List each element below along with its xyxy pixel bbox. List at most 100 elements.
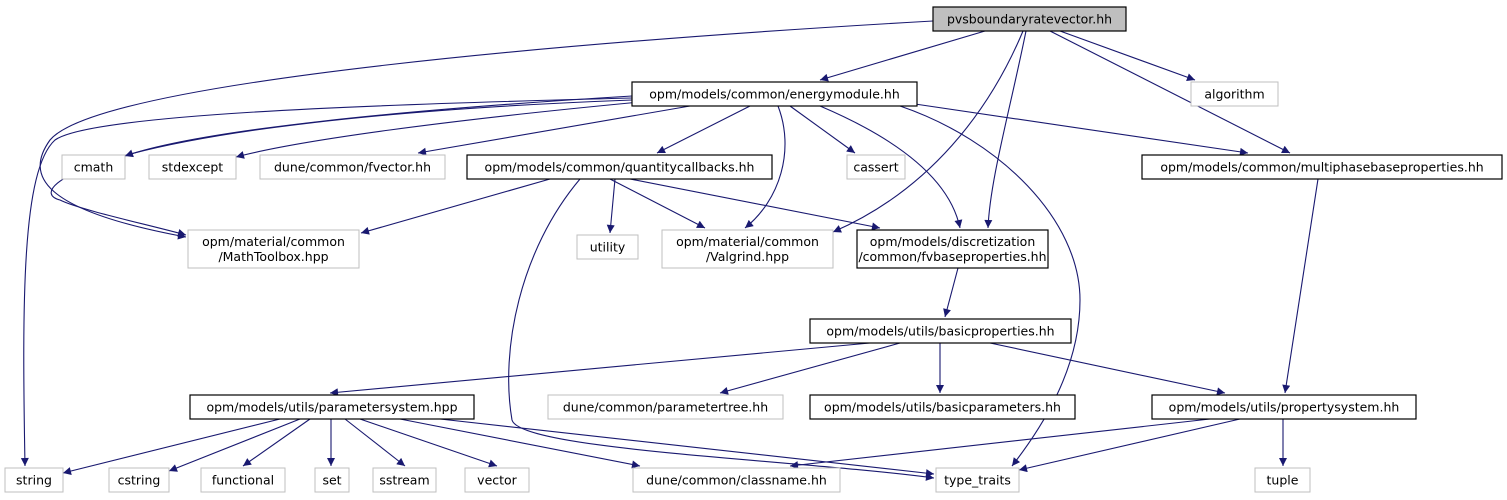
node-box: [809, 318, 1072, 344]
node-type_traits: type_traits: [935, 467, 1020, 493]
node-label: vector: [477, 473, 518, 488]
edge-quantitycallbacks-to-fvbase: [629, 178, 881, 231]
edge-root-to-energymodule: [819, 30, 986, 82]
node-label: sstream: [379, 473, 429, 488]
node-label: opm/models/utils/basicparameters.hh: [824, 400, 1061, 415]
node-box: [466, 154, 773, 180]
edge-root-to-algorithm: [1059, 30, 1196, 82]
node-root[interactable]: pvsboundaryratevector.hh: [932, 6, 1127, 32]
node-functional: functional: [200, 467, 286, 493]
node-parametertree: dune/common/parametertree.hh: [547, 394, 784, 420]
edge-energymodule-to-fvector: [417, 105, 691, 156]
edge-energymodule-to-valgrind: [744, 105, 786, 229]
node-label: dune/common/classname.hh: [646, 473, 827, 488]
node-label: opm/models/common/multiphasebaseproperti…: [1160, 160, 1483, 175]
edge-quantitycallbacks-to-utility: [606, 178, 616, 234]
node-box: [1190, 81, 1279, 107]
node-box: [464, 467, 530, 493]
node-set: set: [314, 467, 350, 493]
node-multiphase[interactable]: opm/models/common/multiphasebaseproperti…: [1141, 154, 1503, 180]
node-label: /MathToolbox.hpp: [218, 249, 328, 264]
edge-root-to-multiphase: [1049, 30, 1291, 154]
node-label: cassert: [853, 160, 898, 175]
edge-root-to-mathtoolbox: [39, 20, 934, 240]
edge-energymodule-to-quantitycallbacks: [656, 105, 751, 154]
edge-quantitycallbacks-to-valgrind: [609, 178, 706, 229]
node-box: [935, 467, 1020, 493]
edge-fvbase-to-basicproperties: [943, 267, 959, 318]
node-label: pvsboundaryratevector.hh: [947, 12, 1112, 27]
node-stdexcept: stdexcept: [148, 154, 237, 180]
node-sstream: sstream: [372, 467, 437, 493]
node-mathtoolbox: opm/material/common/MathToolbox.hpp: [187, 229, 360, 269]
edge-basicproperties-to-parametertree: [719, 342, 901, 395]
edge-root-to-valgrind: [832, 30, 1024, 233]
node-fvbase[interactable]: opm/models/discretization/common/fvbasep…: [856, 229, 1049, 269]
node-label: functional: [212, 473, 274, 488]
node-algorithm: algorithm: [1190, 81, 1279, 107]
node-propertysystem[interactable]: opm/models/utils/propertysystem.hh: [1151, 394, 1417, 420]
node-tuple: tuple: [1254, 467, 1311, 493]
edge-energymodule-to-cassert: [789, 105, 856, 154]
node-label: tuple: [1267, 473, 1299, 488]
node-basicproperties[interactable]: opm/models/utils/basicproperties.hh: [809, 318, 1072, 344]
edge-energymodule-to-cmath: [124, 95, 633, 158]
edge-basicproperties-to-propertysystem: [989, 342, 1226, 396]
node-box: [1141, 154, 1503, 180]
node-label: type_traits: [944, 473, 1011, 488]
node-label: cmath: [74, 160, 114, 175]
edge-propertysystem-to-type_traits: [1018, 418, 1241, 473]
node-utility: utility: [576, 234, 639, 260]
node-quantitycallbacks[interactable]: opm/models/common/quantitycallbacks.hh: [466, 154, 773, 180]
node-box: [187, 229, 360, 269]
edge-energymodule-to-fvbase: [819, 105, 963, 229]
edge-energymodule-to-string: [20, 97, 633, 467]
node-box: [576, 234, 639, 260]
node-string: string: [4, 467, 64, 493]
node-box: [632, 467, 841, 493]
edge-parametersystem-to-string: [62, 418, 281, 475]
node-box: [189, 394, 475, 420]
node-valgrind: opm/material/common/Valgrind.hpp: [661, 229, 834, 269]
edge-parametersystem-to-classname: [399, 418, 641, 469]
edge-parametersystem-to-sstream: [344, 418, 406, 467]
node-label: dune/common/parametertree.hh: [563, 400, 768, 415]
edge-parametersystem-to-type_traits: [439, 418, 935, 478]
edge-parametersystem-to-cstring: [168, 418, 301, 472]
edge-basicproperties-to-parametersystem: [329, 342, 871, 397]
edge-root-to-fvbase: [984, 30, 1027, 229]
node-label: set: [322, 473, 341, 488]
node-parametersystem[interactable]: opm/models/utils/parametersystem.hpp: [189, 394, 475, 420]
node-classname: dune/common/classname.hh: [632, 467, 841, 493]
node-box: [661, 229, 834, 269]
node-box: [856, 229, 1049, 269]
node-cstring: cstring: [108, 467, 170, 493]
node-fvector: dune/common/fvector.hh: [259, 154, 446, 180]
edge-energymodule-to-multiphase: [914, 103, 1249, 156]
node-box: [372, 467, 437, 493]
node-label: opm/material/common: [676, 234, 819, 249]
node-label: stdexcept: [162, 160, 223, 175]
edge-multiphase-to-propertysystem: [1282, 178, 1319, 394]
node-vector: vector: [464, 467, 530, 493]
node-label: /Valgrind.hpp: [706, 249, 789, 264]
node-label: algorithm: [1204, 87, 1264, 102]
node-box: [846, 154, 906, 180]
edge-quantitycallbacks-to-mathtoolbox: [360, 178, 551, 235]
edge-propertysystem-to-classname: [789, 418, 1211, 470]
node-label: /common/fvbaseproperties.hh: [858, 249, 1046, 264]
node-box: [259, 154, 446, 180]
node-box: [1151, 394, 1417, 420]
edge-parametersystem-to-vector: [359, 418, 498, 468]
node-label: opm/models/utils/basicproperties.hh: [826, 324, 1054, 339]
node-box: [61, 154, 126, 180]
node-box: [547, 394, 784, 420]
node-label: string: [16, 473, 52, 488]
node-cassert: cassert: [846, 154, 906, 180]
node-basicparameters[interactable]: opm/models/utils/basicparameters.hh: [809, 394, 1076, 420]
node-label: opm/models/common/energymodule.hh: [649, 87, 900, 102]
node-energymodule[interactable]: opm/models/common/energymodule.hh: [631, 81, 918, 107]
node-label: opm/material/common: [202, 234, 345, 249]
node-label: opm/models/common/quantitycallbacks.hh: [485, 160, 755, 175]
